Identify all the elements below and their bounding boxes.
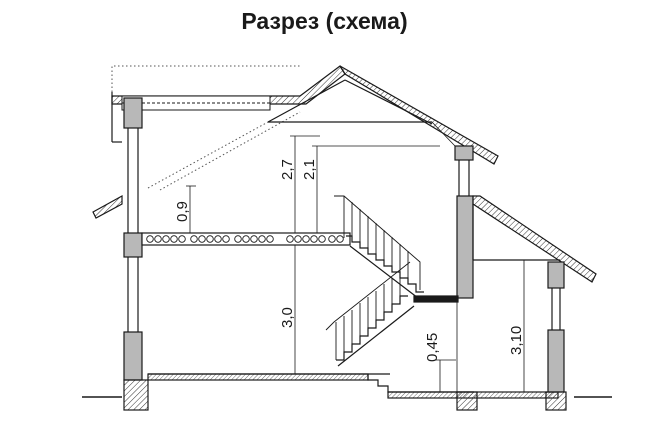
dim-label-annex: 3,10 — [508, 326, 525, 355]
dim-label-parapet: 0,9 — [174, 201, 191, 222]
dim-label-floor-step: 0,45 — [424, 333, 441, 362]
dim-label-upper-wall: 2,1 — [301, 159, 318, 180]
dim-label-upper-floor: 2,7 — [279, 159, 296, 180]
floor-slab — [141, 232, 351, 246]
left-eave — [92, 194, 123, 219]
dimension-lines — [186, 121, 525, 392]
annex-roof — [472, 195, 597, 283]
attic-floor-beam — [121, 95, 271, 111]
roof-outline-dotted — [111, 65, 301, 191]
main-roof — [111, 65, 499, 165]
stair-railing — [325, 195, 421, 360]
ground-floor — [147, 373, 559, 399]
right-wall — [545, 261, 567, 411]
central-wall — [454, 145, 478, 411]
left-wall — [123, 97, 149, 411]
page-title: Разрез (схема) — [241, 8, 408, 34]
dim-label-ground-floor: 3,0 — [279, 307, 296, 328]
